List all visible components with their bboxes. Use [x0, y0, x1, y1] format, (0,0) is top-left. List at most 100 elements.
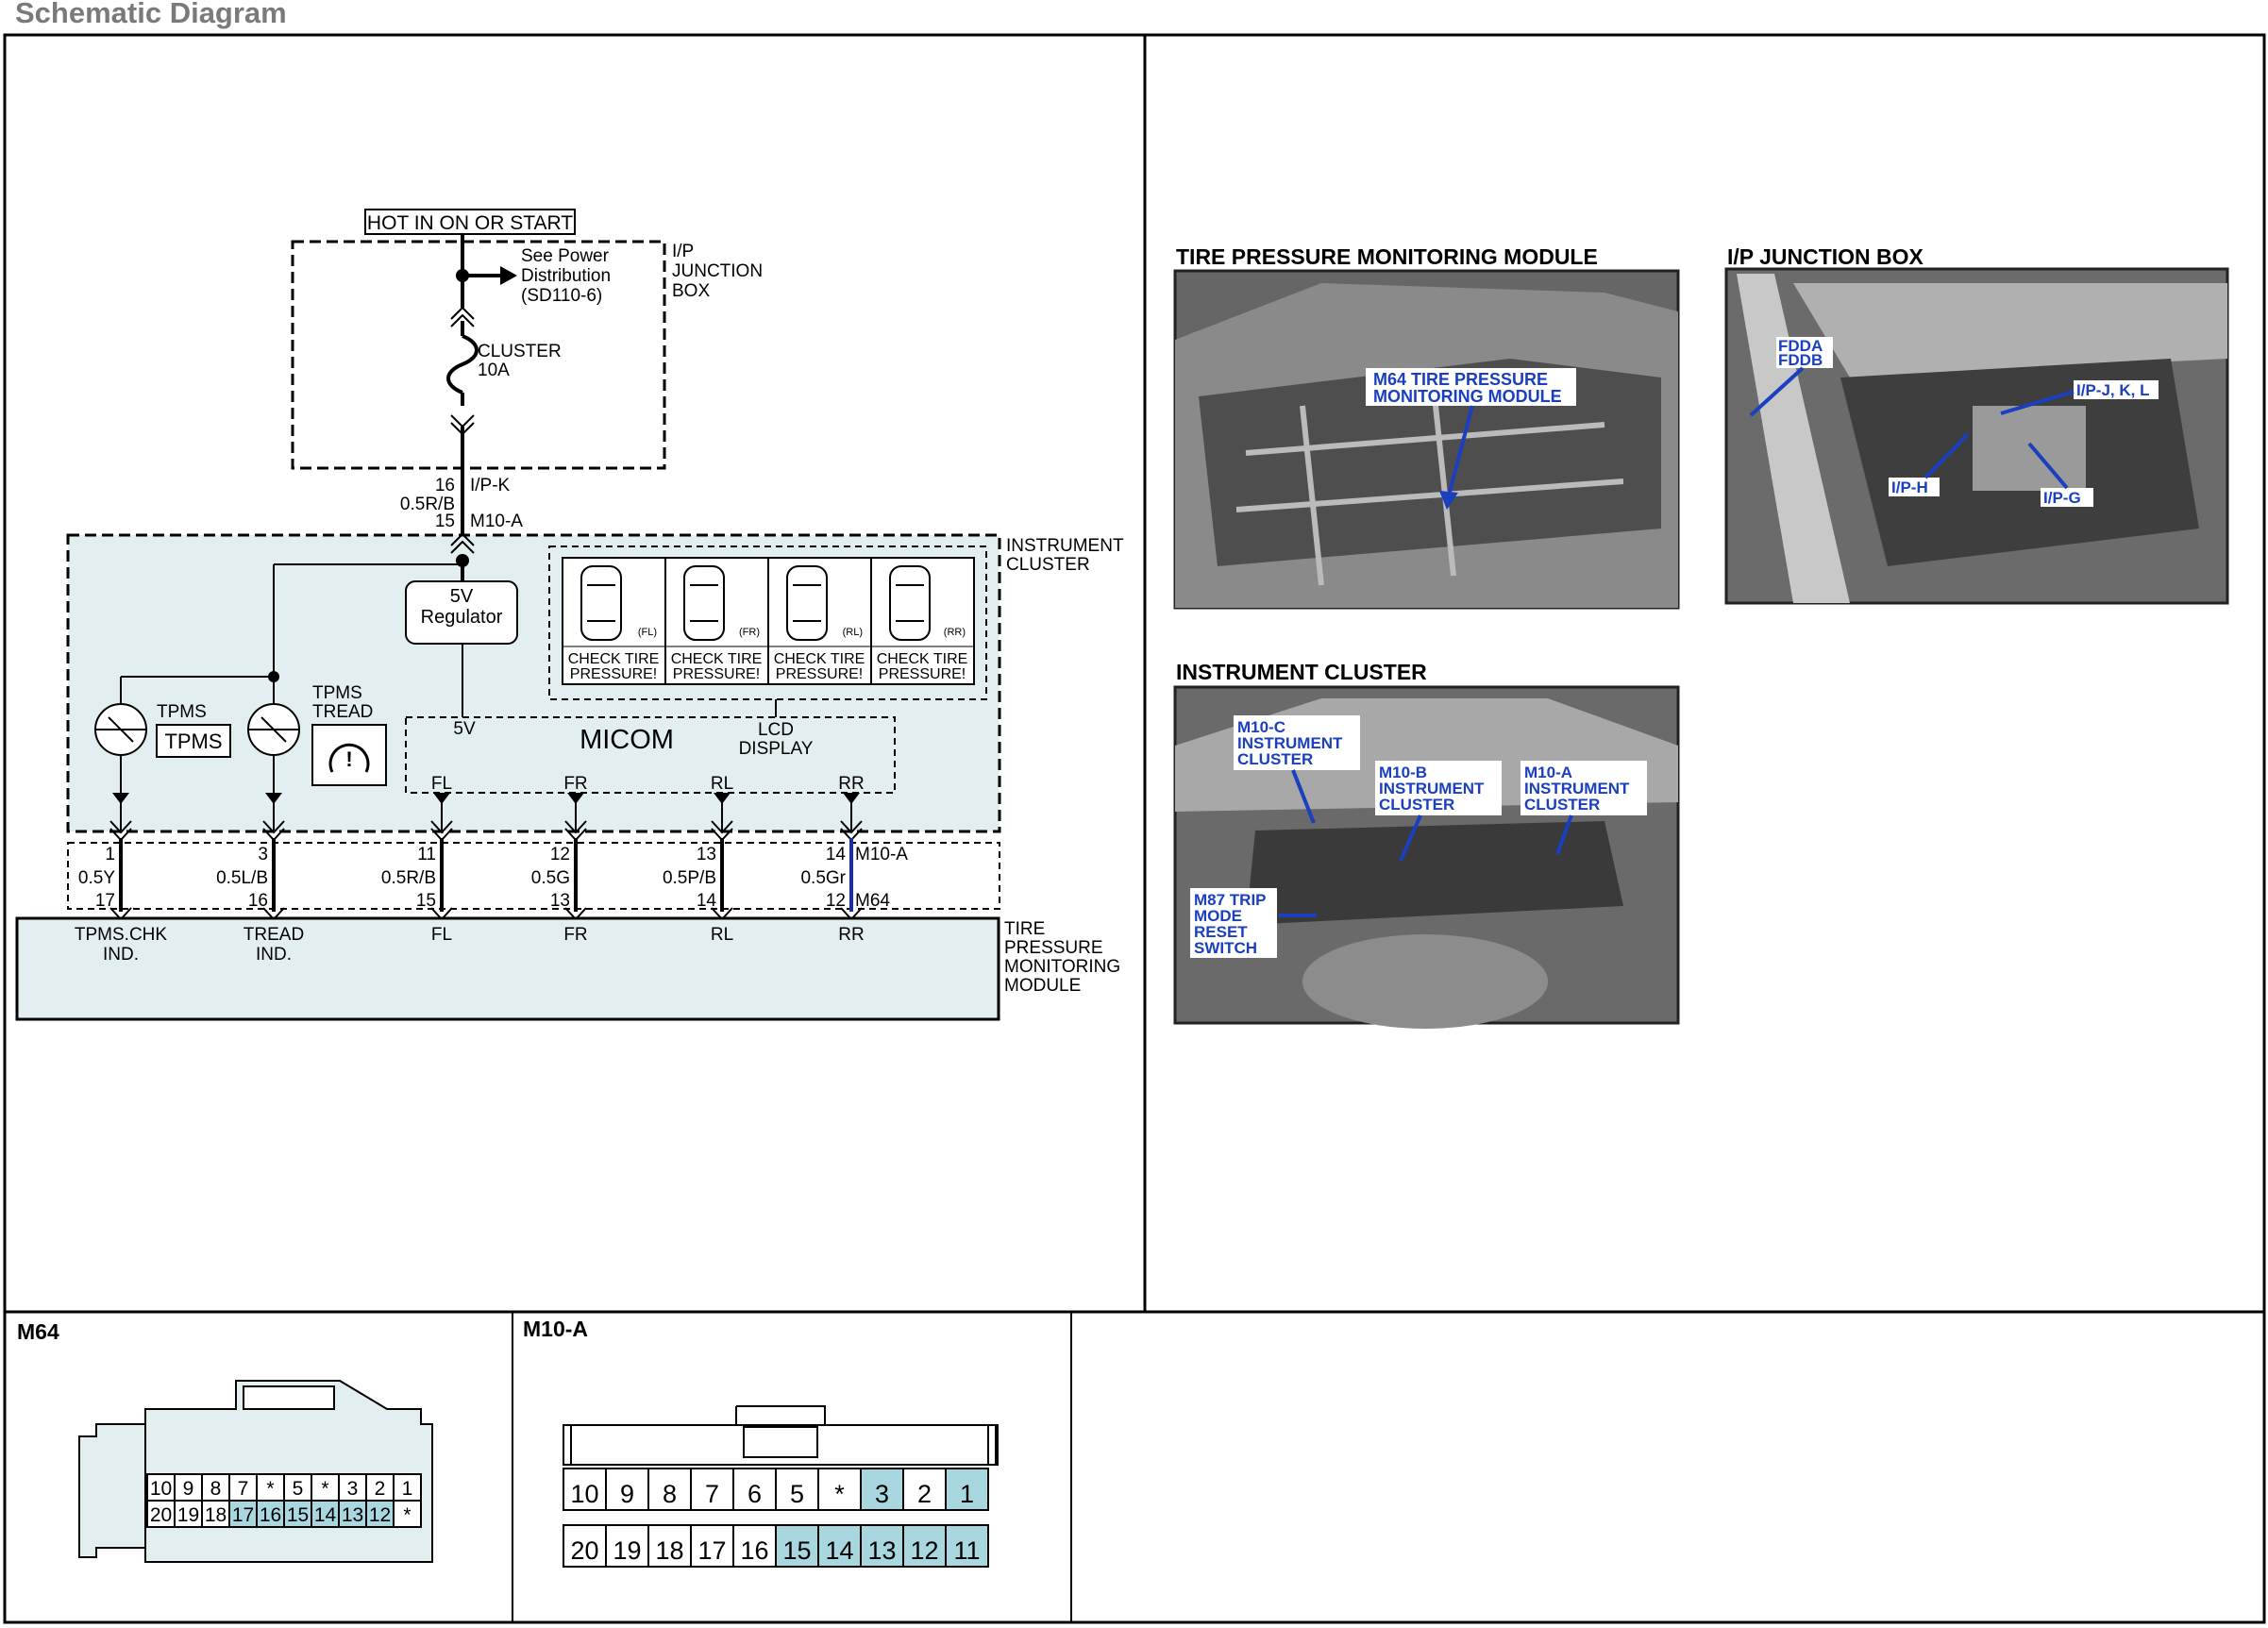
wire-pin-top: 12 [550, 845, 570, 864]
see-power-3: (SD110-6) [521, 286, 602, 306]
m64-latch [243, 1385, 335, 1410]
connector-pin-number: 14 [314, 1504, 337, 1526]
module-name-4: MODULE [1004, 976, 1081, 996]
callout-arrows-icon [1279, 769, 1573, 917]
cluster-name-1: INSTRUMENT [1006, 536, 1124, 556]
callout-arrows-icon [1749, 366, 2075, 490]
connector-pin-number: 13 [342, 1504, 363, 1526]
connector-pin [283, 1473, 312, 1502]
lcd-outline [548, 545, 987, 700]
tpms-box-label: TPMS [164, 730, 222, 753]
module-terminal-label: TREAD [244, 925, 304, 945]
lcd-panel-msg-2: PRESSURE! [776, 666, 863, 682]
connector-pin [393, 1473, 422, 1502]
micom-pin-label: RL [711, 774, 733, 794]
tpms-lamp-label: TPMS [157, 702, 207, 722]
wire-pin-top: 14 [826, 845, 847, 864]
micom-pin-label: FL [431, 774, 452, 794]
see-power-2: Distribution [521, 266, 611, 286]
lcd-label-2: DISPLAY [739, 739, 814, 759]
connector-pin-number: 14 [825, 1536, 853, 1565]
module-terminal-label: RL [711, 925, 733, 945]
callout-m87-1: M87 TRIP [1194, 891, 1267, 909]
callout-tpmm-1: M64 TIRE PRESSURE [1373, 370, 1548, 389]
connector-pin-number: 20 [150, 1504, 172, 1526]
wire-pin-bottom: 15 [416, 891, 436, 911]
connector-pin-number: 9 [620, 1480, 634, 1508]
connector-pin [228, 1500, 258, 1528]
connector-pin-number: 7 [705, 1480, 719, 1508]
wire-pin-top: 11 [417, 845, 436, 864]
tire-pressure-monitoring-module [15, 916, 1000, 1021]
connector-pin [365, 1500, 395, 1528]
module-name-1: TIRE [1004, 919, 1045, 939]
callout-m10b-1: M10-B [1379, 764, 1427, 781]
regulator-2: Regulator [421, 607, 503, 628]
wire-pin-top: 3 [258, 845, 268, 864]
tire-warning-icon [328, 743, 370, 773]
page-frame [3, 33, 2266, 1624]
callout-m10c-1: M10-C [1237, 718, 1285, 736]
connector-pin-number: * [321, 1478, 328, 1500]
page-title: Schematic Diagram [15, 0, 287, 29]
connector-pin-number: 18 [205, 1504, 227, 1526]
tread-label-2: TREAD [312, 702, 373, 722]
power-section: HOT IN ON OR START I/P JUNCTION BOX See … [291, 209, 763, 534]
connector-pin-number: 6 [748, 1480, 762, 1508]
connector-pin-number: 19 [613, 1536, 641, 1565]
connector-pin-number: 2 [375, 1478, 386, 1500]
callout-arrow-icon [1439, 491, 1458, 510]
connector-pin-number: 10 [150, 1478, 172, 1500]
ip-junction-box-outline [291, 240, 666, 470]
lamp-filament-icon [248, 716, 299, 743]
connector-pin [690, 1468, 734, 1511]
connector-pin-number: 12 [910, 1536, 938, 1565]
lcd-panel-msg-1: CHECK TIRE [877, 651, 968, 667]
callout-tpmm-2: MONITORING MODULE [1373, 387, 1562, 406]
connector-pin [860, 1468, 904, 1511]
connector-pin-number: 8 [663, 1480, 677, 1508]
regulator-1: 5V [450, 586, 474, 607]
wire-conn-m64: M64 [855, 891, 890, 911]
connector-pin [690, 1524, 734, 1568]
callout-iph: I/P-H [1891, 478, 1928, 496]
callout-m10a-3: CLUSTER [1524, 796, 1600, 814]
wire-pin-bottom: 17 [95, 891, 115, 911]
lcd-panel-msg-1: CHECK TIRE [671, 651, 763, 667]
lcd-panel-position: (FL) [638, 627, 657, 638]
m64-label: M64 [17, 1319, 59, 1344]
lcd-panel-position: (RL) [843, 627, 863, 638]
micom-label: MICOM [580, 725, 674, 755]
wire-pin-top: 13 [697, 845, 716, 864]
module-terminal-label: RR [838, 925, 864, 945]
connector-pin-number: * [834, 1480, 845, 1508]
callout-m10a-1: M10-A [1524, 764, 1572, 781]
connector-pin-number: 15 [782, 1536, 811, 1565]
wire-pin-bottom: 14 [697, 891, 717, 911]
wire-pin-top: 1 [105, 845, 115, 864]
callout-m10c-2: INSTRUMENT [1237, 734, 1343, 752]
callout-m87-2: MODE [1194, 907, 1242, 925]
connector-pin [647, 1524, 692, 1568]
connector-pin [817, 1468, 862, 1511]
connector-pin-number: * [403, 1504, 411, 1526]
callout-m10b-2: INSTRUMENT [1379, 780, 1485, 797]
power-source-label: HOT IN ON OR START [367, 212, 573, 234]
module-terminal-label: TPMS.CHK [75, 925, 168, 945]
lcd-label-1: LCD [758, 720, 794, 740]
module-terminal-label: FL [431, 925, 452, 945]
connector-pin [902, 1468, 947, 1511]
wire-color: 0.5L/B [216, 868, 268, 888]
connector-pin [605, 1468, 649, 1511]
pin-16: 16 [435, 476, 455, 495]
fuse-name: CLUSTER [478, 342, 562, 361]
connector-pin [732, 1524, 777, 1568]
connector-pin [775, 1468, 819, 1511]
connector-pin-number: 16 [740, 1536, 768, 1565]
callout-m87-4: SWITCH [1194, 939, 1257, 957]
wire-color-power: 0.5R/B [400, 495, 455, 514]
micom-pin-label: FR [563, 774, 587, 794]
